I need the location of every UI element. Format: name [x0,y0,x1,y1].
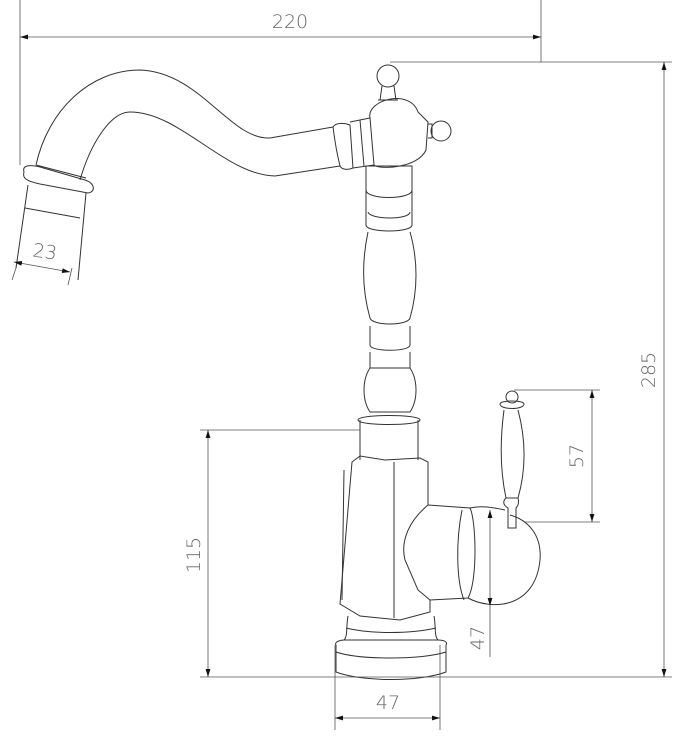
faucet-body [339,455,541,621]
dimension-label-47-handle: 47 [467,626,489,650]
lever-handle [499,390,525,529]
dimension-label-220: 220 [272,11,308,33]
dimension-label-115: 115 [183,537,205,573]
dimension-overall-width: 220 [19,0,542,165]
top-knob [376,64,400,88]
dimension-body-height: 115 [183,429,360,678]
dimension-handle-base: 47 [467,510,493,657]
dimension-spout-outlet: 23 [11,239,73,286]
faucet-base [335,615,447,680]
spout [15,69,375,281]
dimension-label-57: 57 [566,444,588,468]
dimension-label-23: 23 [31,239,58,264]
dimension-label-285: 285 [638,352,660,388]
side-knob [430,120,452,142]
dimension-overall-height: 285 [330,61,672,678]
dimension-base-width: 47 [334,645,441,730]
dimension-handle-height: 57 [514,389,600,523]
valve-head [369,64,452,168]
stem [357,165,421,460]
dimension-label-47-base: 47 [376,692,400,714]
